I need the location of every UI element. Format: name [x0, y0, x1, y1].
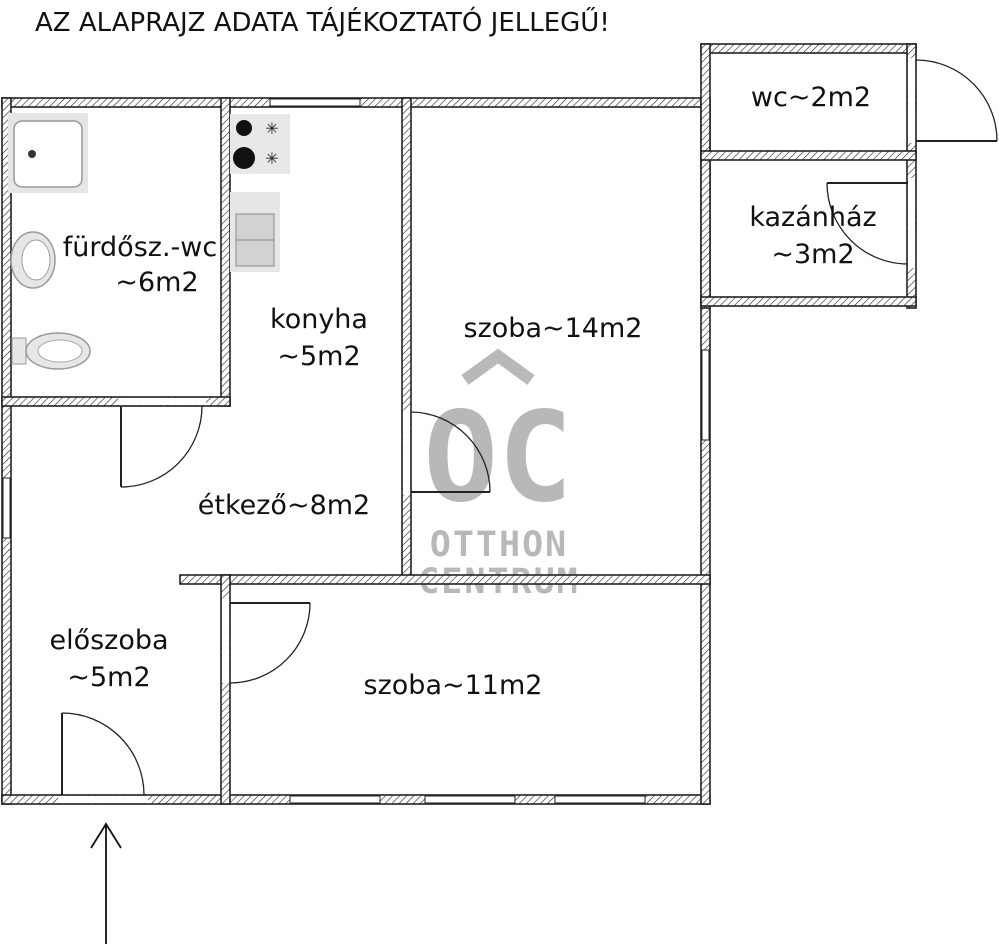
wall-hall-room — [220, 574, 231, 805]
door-wc-swing — [915, 59, 998, 142]
room-boiler-area: ~3m2 — [771, 239, 854, 270]
wall-bathroom-right — [220, 97, 231, 407]
disclaimer-notice: AZ ALAPRAJZ ADATA TÁJÉKOZTATÓ JELLEGŰ! — [35, 6, 610, 38]
wall-annex-middle — [700, 150, 917, 161]
door-gap — [58, 796, 148, 803]
wall-annex-bottom — [700, 296, 917, 307]
window — [2, 477, 11, 539]
room-labels: fürdősz.-wc ~6m2 konyha ~5m2 étkező~8m2 … — [49, 82, 876, 701]
window — [424, 795, 516, 804]
wall-outer-left — [1, 97, 12, 805]
washbasin-bowl-icon — [21, 239, 51, 281]
window — [554, 795, 646, 804]
wall-middle-horizontal — [179, 574, 711, 585]
watermark-monogram: OC — [423, 386, 572, 530]
wall-kitchen-room — [401, 97, 412, 585]
stove-burner-icon: ✳ — [265, 119, 278, 138]
toilet-seat-icon — [37, 339, 83, 363]
stove-burner-icon: ✳ — [265, 149, 278, 168]
window — [269, 98, 361, 107]
wall-annex-right — [906, 43, 917, 309]
wall-bathroom-bottom — [1, 396, 231, 407]
room-dining-label: étkező~8m2 — [198, 490, 370, 521]
room-hall-name: előszoba — [49, 625, 168, 656]
shower-basin-icon — [13, 120, 83, 188]
door-gap — [222, 598, 229, 683]
doors — [58, 58, 998, 803]
wall-annex-top — [700, 43, 917, 54]
windows — [2, 98, 710, 804]
door-gap — [908, 178, 915, 268]
door-bathroom-swing — [120, 405, 203, 488]
room-boiler-name: kazánház — [749, 202, 876, 233]
window — [701, 349, 710, 441]
window — [289, 795, 381, 804]
watermark-logo: OC OTTHON CENTRUM — [418, 348, 578, 602]
room-large-label: szoba~14m2 — [464, 313, 643, 344]
watermark-roof-icon — [461, 348, 535, 385]
room-small-label: szoba~11m2 — [364, 670, 543, 701]
watermark-line1: OTTHON — [430, 525, 568, 565]
room-kitchen-name: konyha — [270, 304, 368, 335]
room-bathroom-area: ~6m2 — [115, 267, 198, 298]
room-kitchen-area: ~5m2 — [277, 341, 360, 372]
stove-burner-icon — [236, 120, 252, 136]
entrance-arrow-icon — [90, 822, 122, 944]
room-bathroom-name: fürdősz.-wc — [63, 232, 217, 263]
toilet-tank-icon — [11, 337, 27, 365]
room-hall-area: ~5m2 — [67, 662, 150, 693]
fixtures: ✳ ✳ — [8, 113, 290, 370]
door-gap — [118, 398, 206, 405]
shower-drain-icon — [28, 150, 36, 158]
stove-burner-icon — [233, 147, 255, 169]
room-wc-label: wc~2m2 — [751, 82, 871, 113]
wall-annex-left — [700, 43, 711, 309]
door-boiler-swing — [826, 182, 909, 265]
door-room11-swing — [229, 602, 311, 684]
door-entrance-swing — [61, 712, 145, 796]
door-gap — [403, 410, 410, 495]
door-gap — [908, 58, 915, 143]
door-room14-swing — [410, 411, 491, 493]
